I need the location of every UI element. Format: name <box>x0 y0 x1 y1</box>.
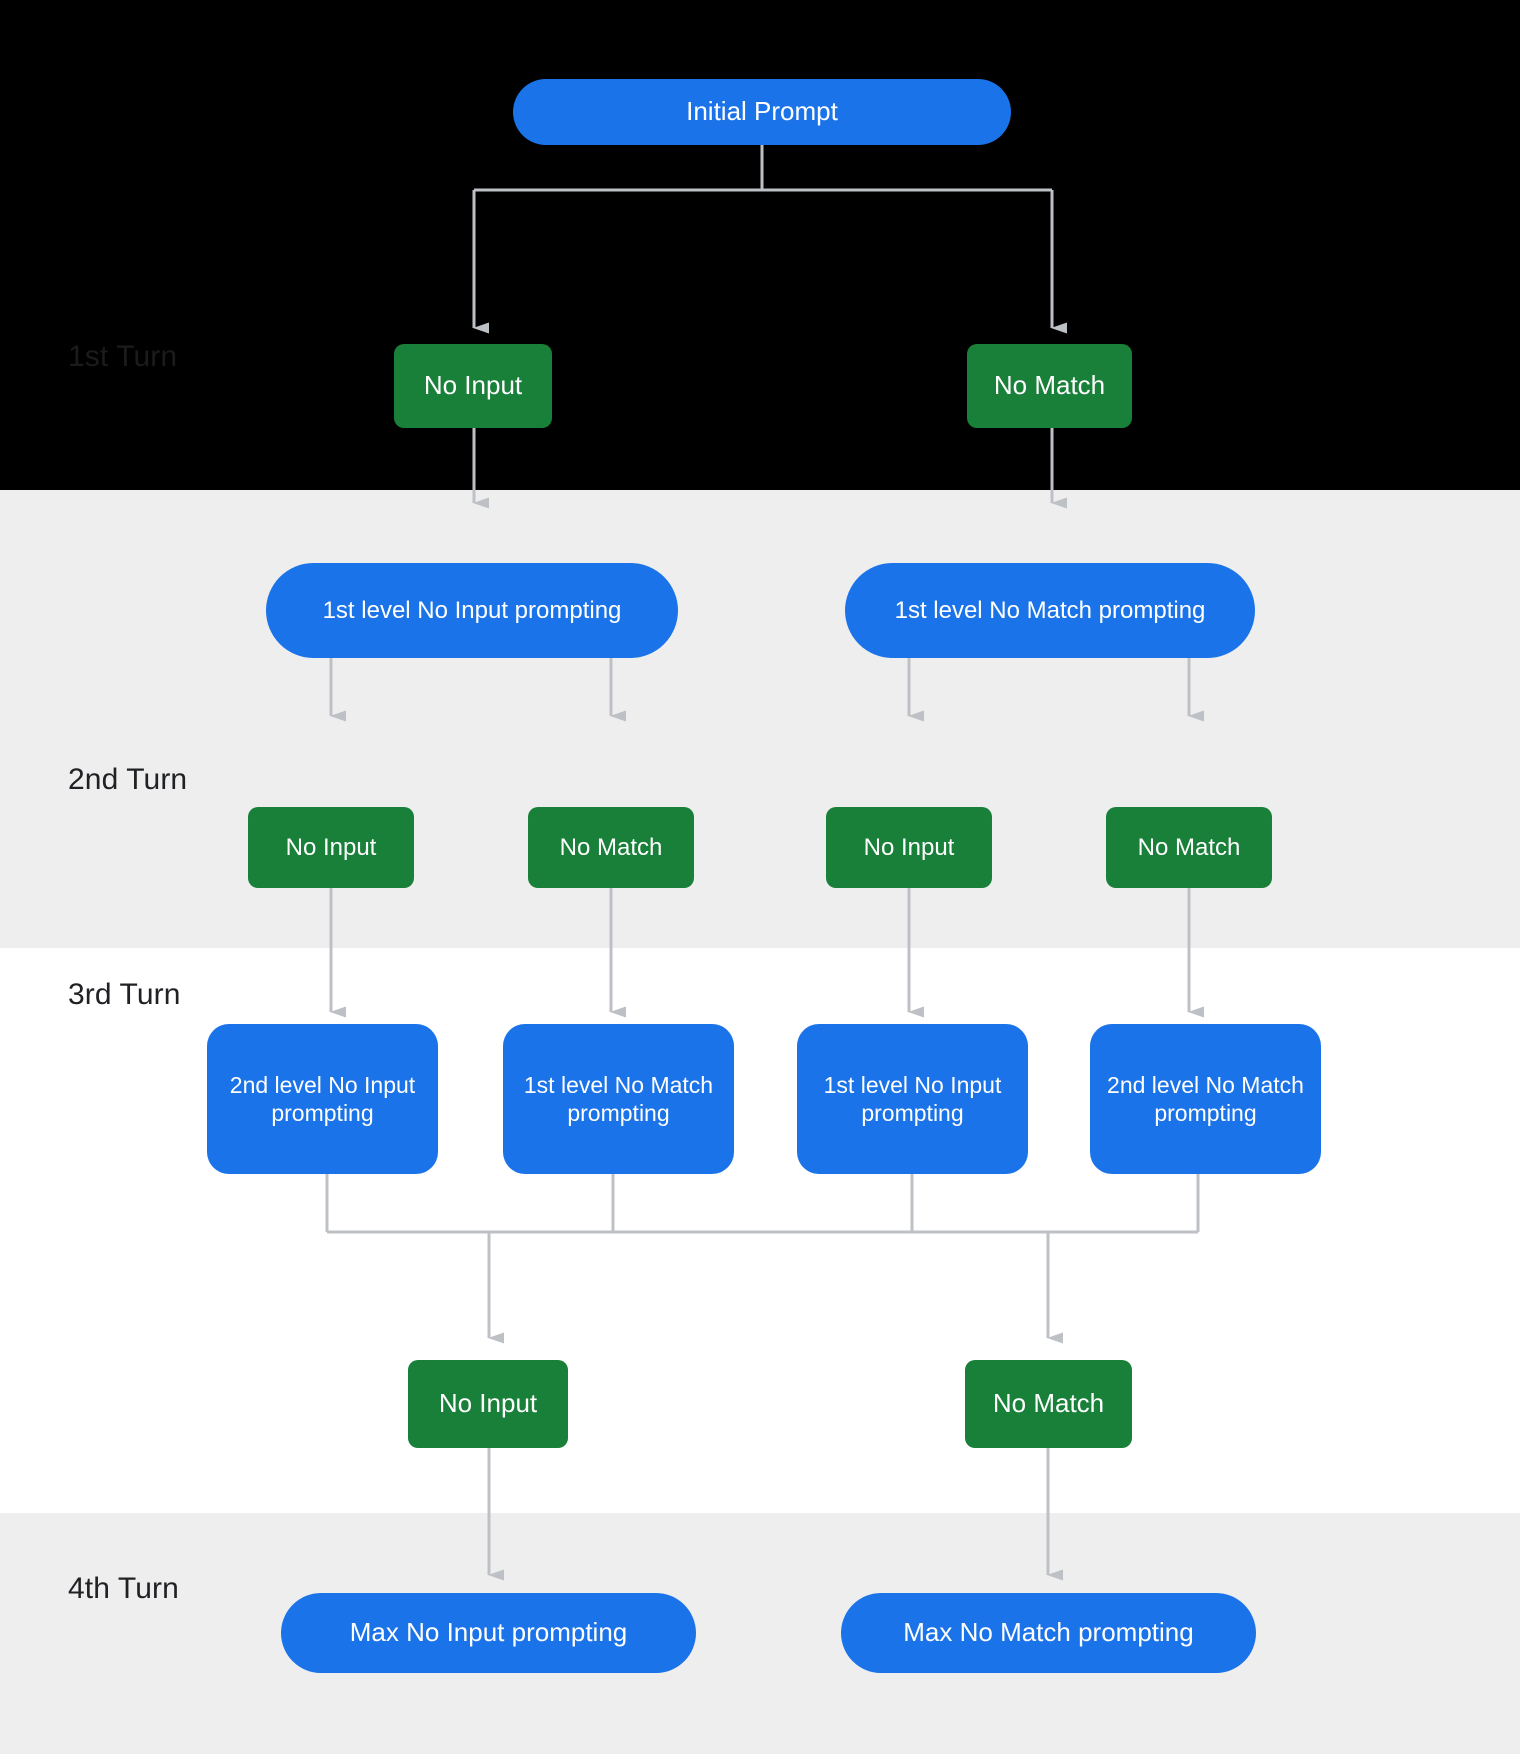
node-turn1-no-match[interactable]: No Match <box>967 344 1132 428</box>
node-turn3-2nd-level-no-input[interactable]: 2nd level No Input prompting <box>207 1024 438 1174</box>
node-initial-prompt[interactable]: Initial Prompt <box>513 79 1011 145</box>
turn-label-4: 4th Turn <box>68 1572 179 1605</box>
node-turn3-no-match[interactable]: No Match <box>965 1360 1132 1448</box>
node-turn1-no-match-prompt[interactable]: 1st level No Match prompting <box>845 563 1255 658</box>
node-turn1-no-input-prompt[interactable]: 1st level No Input prompting <box>266 563 678 658</box>
node-turn4-max-no-match[interactable]: Max No Match prompting <box>841 1593 1256 1673</box>
node-turn3-2nd-level-no-match[interactable]: 2nd level No Match prompting <box>1090 1024 1321 1174</box>
node-turn3-1st-level-no-input[interactable]: 1st level No Input prompting <box>797 1024 1028 1174</box>
node-turn1-no-input[interactable]: No Input <box>394 344 552 428</box>
node-turn2-no-input-b[interactable]: No Input <box>826 807 992 888</box>
node-turn2-no-match-b[interactable]: No Match <box>1106 807 1272 888</box>
node-turn2-no-input-a[interactable]: No Input <box>248 807 414 888</box>
node-turn3-no-input[interactable]: No Input <box>408 1360 568 1448</box>
node-turn3-1st-level-no-match[interactable]: 1st level No Match prompting <box>503 1024 734 1174</box>
turn-label-2: 2nd Turn <box>68 763 188 796</box>
turn-band-4 <box>0 1513 1520 1754</box>
turn-label-3: 3rd Turn <box>68 978 181 1011</box>
turn-label-1: 1st Turn <box>68 340 178 373</box>
turn-band-2 <box>0 490 1520 948</box>
node-turn2-no-match-a[interactable]: No Match <box>528 807 694 888</box>
turn-band-1 <box>0 0 1520 490</box>
node-turn4-max-no-input[interactable]: Max No Input prompting <box>281 1593 696 1673</box>
